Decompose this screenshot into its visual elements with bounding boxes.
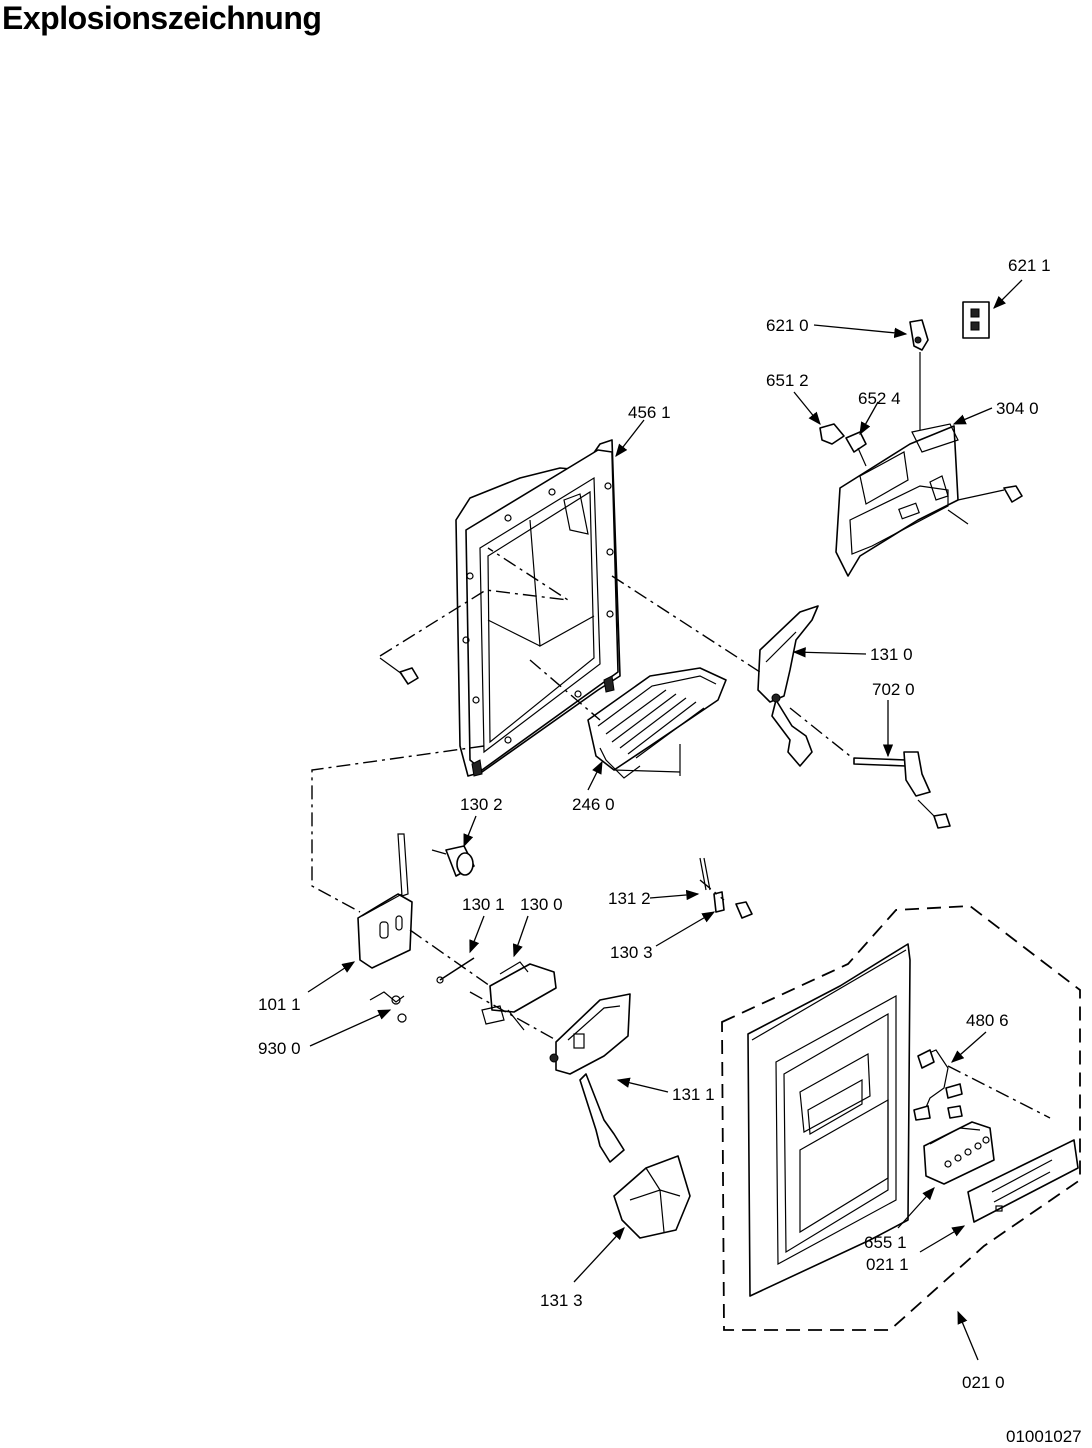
- callout-130-1: 130 1: [462, 895, 505, 914]
- part-130-1-pin: [436, 957, 475, 984]
- callout-021-1: 021 1: [866, 1255, 909, 1274]
- part-131-3-funnel: [613, 1155, 691, 1239]
- guide-lines: [311, 547, 1081, 1331]
- part-456-1-frame: [455, 439, 621, 777]
- callout-621-1: 621 1: [1008, 256, 1051, 275]
- part-702-0-rod: [853, 751, 951, 829]
- callout-621-0: 621 0: [766, 316, 809, 335]
- part-651-2-lamp: [819, 423, 867, 467]
- callout-246-0: 246 0: [572, 795, 615, 814]
- part-621-0: [909, 319, 929, 430]
- callout-131-3: 131 3: [540, 1291, 583, 1310]
- callout-021-0: 021 0: [962, 1373, 1005, 1392]
- callout-131-1: 131 1: [672, 1085, 715, 1104]
- leader-lines: [307, 279, 1023, 1361]
- part-304-0-housing: [835, 423, 1023, 577]
- callout-131-0: 131 0: [870, 645, 913, 664]
- callout-labels: 621 1 621 0 651 2 652 4 304 0 456 1 131 …: [258, 256, 1082, 1446]
- part-930-0-spring: [369, 991, 407, 1023]
- part-021-1-membrane: [967, 1139, 1079, 1223]
- callout-456-1: 456 1: [628, 403, 671, 422]
- part-131-2-spring: [699, 857, 753, 919]
- callout-131-2: 131 2: [608, 889, 651, 908]
- callout-702-0: 702 0: [872, 680, 915, 699]
- callout-652-4: 652 4: [858, 389, 901, 408]
- callout-480-6: 480 6: [966, 1011, 1009, 1030]
- callout-130-3: 130 3: [610, 943, 653, 962]
- callout-930-0: 930 0: [258, 1039, 301, 1058]
- part-101-1-switch-box: [357, 833, 413, 969]
- callout-655-1: 655 1: [864, 1233, 907, 1252]
- callout-101-1: 101 1: [258, 995, 301, 1014]
- drawing-number: 01001027: [1006, 1427, 1082, 1446]
- part-130-0-bracket: [481, 961, 557, 1031]
- part-621-1: [962, 301, 990, 339]
- part-655-1-control-board: [923, 1121, 995, 1185]
- part-021-0-front-panel: [747, 943, 911, 1297]
- callout-651-2: 651 2: [766, 371, 809, 390]
- part-131-0-arm: [757, 605, 819, 767]
- screw-frame: [379, 657, 419, 685]
- callout-304-0: 304 0: [996, 399, 1039, 418]
- part-131-1-actuator: [549, 993, 631, 1163]
- part-246-0-grille: [587, 667, 727, 779]
- callout-130-0: 130 0: [520, 895, 563, 914]
- part-480-6-harness: [913, 1049, 963, 1121]
- callout-130-2: 130 2: [460, 795, 503, 814]
- page-title: Explosionszeichnung: [2, 0, 322, 36]
- part-130-2-solenoid: [431, 845, 475, 877]
